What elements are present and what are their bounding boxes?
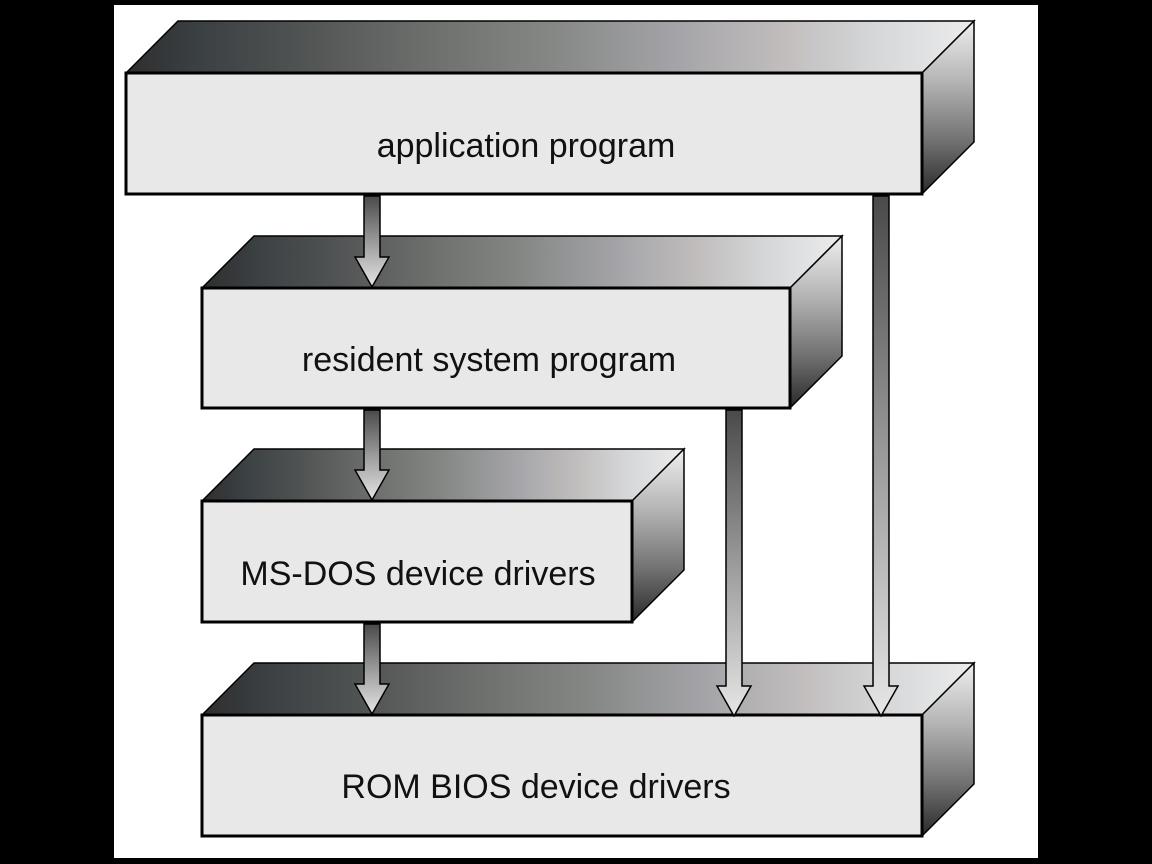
- layer-front-face: [200, 713, 924, 838]
- layer-front-face: [200, 286, 792, 410]
- layer-front-face: [200, 499, 634, 624]
- layer-box-ms-dos-device-drivers: MS-DOS device drivers: [200, 447, 686, 624]
- layer-box-rom-bios-device-drivers: ROM BIOS device drivers: [200, 661, 976, 838]
- arrow-application-program-to-rom-bios-device-drivers: [862, 195, 900, 718]
- arrow-ms-dos-device-drivers-to-rom-bios-device-drivers: [353, 623, 391, 716]
- layer-front-face: [124, 71, 924, 196]
- layer-top-face: [200, 662, 976, 716]
- layer-box-resident-system-program: resident system program: [200, 234, 844, 410]
- layer-top-face: [124, 20, 976, 74]
- arrow-resident-system-program-to-rom-bios-device-drivers: [715, 409, 753, 718]
- layer-label: application program: [377, 127, 676, 165]
- layer-box-application-program: application program: [124, 19, 976, 196]
- arrow-resident-system-program-to-ms-dos-device-drivers: [353, 409, 391, 502]
- layer-label: MS-DOS device drivers: [240, 555, 595, 593]
- layer-top-face: [200, 235, 844, 289]
- layer-label: ROM BIOS device drivers: [341, 768, 730, 806]
- layer-label: resident system program: [302, 341, 676, 379]
- layer-top-face: [200, 448, 686, 502]
- arrow-application-program-to-resident-system-program: [353, 195, 391, 289]
